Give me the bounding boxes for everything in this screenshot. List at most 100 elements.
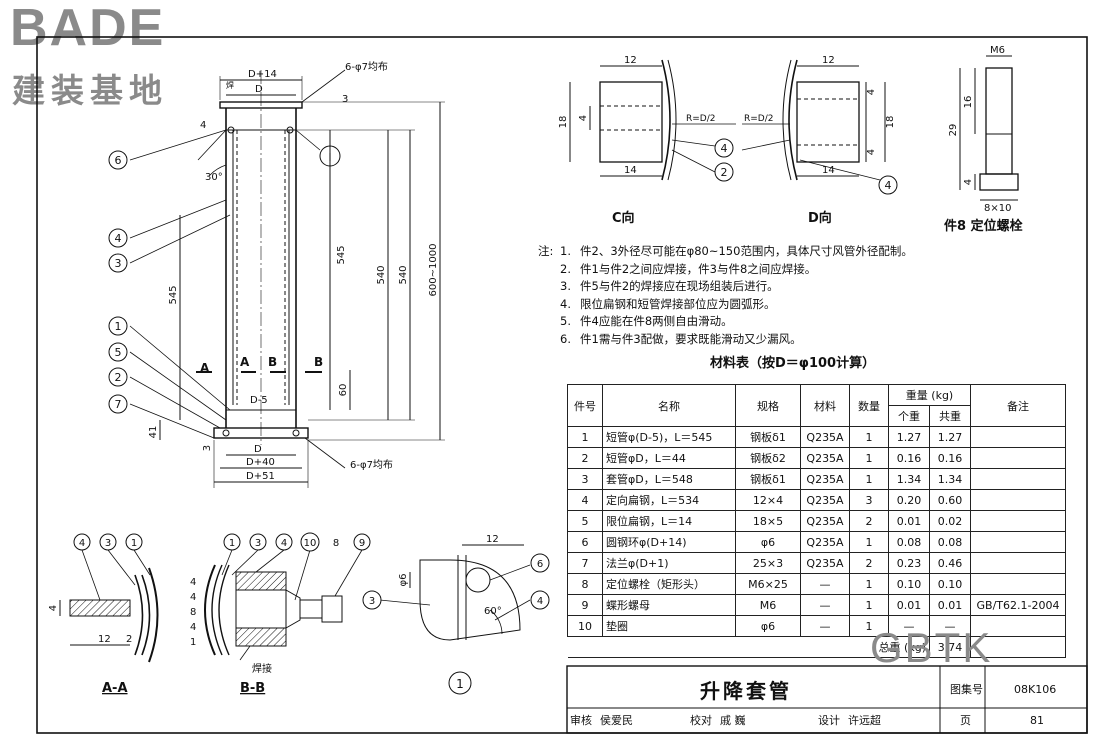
cell-name: 短管φ(D-5)，L＝545	[602, 426, 736, 448]
bb-weld: 焊接	[252, 662, 272, 675]
cell-qty: 1	[849, 468, 889, 490]
cell-name: 垫圈	[602, 615, 736, 637]
cell-no: 7	[567, 552, 603, 574]
aa-callout-1: 1	[131, 538, 137, 549]
cell-no: 3	[567, 468, 603, 490]
bolt-bl	[222, 429, 230, 437]
callout-3-label: 3	[115, 257, 122, 270]
section-a-left: A	[200, 361, 210, 375]
note-4: 4.限位扁钢和短管焊接部位应为圆弧形。	[560, 296, 776, 311]
cell-total: 0.10	[929, 573, 971, 595]
d1-d12: 12	[486, 534, 499, 545]
cell-mat: Q235A	[800, 510, 850, 532]
cell-no: 5	[567, 510, 603, 532]
th-unit: 个重	[888, 405, 930, 427]
bb-d4b: 4	[190, 592, 196, 603]
notes-block: 注:1.件2、3外径尽可能在φ80~150范围内，具体尺寸风管外径配制。 2.件…	[538, 243, 913, 348]
tb-review-label: 审核	[570, 713, 592, 727]
th-qty: 数量	[849, 384, 889, 427]
cell-spec: 钢板δ2	[735, 447, 801, 469]
dim-d-minus5-text: D-5	[250, 395, 268, 406]
bb-callout-3: 3	[255, 538, 261, 549]
cell-remark	[970, 447, 1066, 469]
bolt-8-view	[959, 55, 1019, 201]
bolt-br	[292, 429, 300, 437]
cell-mat: Q235A	[800, 531, 850, 553]
dim-bottom-d40-text: D+40	[246, 457, 275, 468]
dim-bottom-holes-text: 6-φ7均布	[350, 459, 393, 471]
bolt8-head: 8×10	[984, 203, 1011, 214]
aa-d4: 4	[48, 605, 59, 611]
cell-spec: 钢板δ1	[735, 426, 801, 448]
bb-callout-4: 4	[281, 538, 287, 549]
view-c-radius: R=D/2	[686, 114, 715, 124]
cell-name: 短管φD，L＝44	[602, 447, 736, 469]
cell-name: 蝶形螺母	[602, 594, 736, 616]
tb-atlas-label: 图集号	[950, 682, 983, 696]
main-elevation-view	[129, 69, 445, 488]
detail-ref-circle	[319, 145, 341, 167]
callout-5	[108, 342, 128, 362]
cell-mat: —	[800, 573, 850, 595]
cell-mat: Q235A	[800, 447, 850, 469]
cell-name: 定向扁钢，L＝534	[602, 489, 736, 511]
cell-unit: 0.10	[888, 573, 930, 595]
cell-remark: GB/T62.1-2004	[970, 594, 1066, 616]
cell-total: 0.16	[929, 447, 971, 469]
callout-4-label: 4	[115, 232, 122, 245]
dim-540-a-text: 540	[376, 265, 387, 284]
view-d-bottom: 14	[822, 165, 835, 176]
cell-name: 圆钢环φ(D+14)	[602, 531, 736, 553]
bottom-flange	[213, 427, 309, 439]
cell-mat: Q235A	[800, 468, 850, 490]
d1-callout-6: 6	[537, 559, 543, 570]
view-c-callout-4: 4	[721, 142, 728, 155]
note-6: 6.件1需与件3配做，要求既能滑动又少漏风。	[560, 331, 802, 346]
cell-remark	[970, 489, 1066, 511]
cell-spec: 12×4	[735, 489, 801, 511]
view-d-label: D向	[808, 210, 832, 226]
cell-name: 套管φD，L＝548	[602, 468, 736, 490]
callout-1	[108, 316, 128, 336]
cell-no: 1	[567, 426, 603, 448]
th-name: 名称	[602, 384, 736, 427]
tb-design-label: 设计	[818, 714, 840, 727]
cell-no: 10	[567, 615, 603, 637]
cell-remark	[970, 531, 1066, 553]
bolt8-label: 件8 定位螺栓	[944, 218, 1023, 234]
cell-unit: 1.27	[888, 426, 930, 448]
bolt8-h16: 16	[963, 96, 974, 109]
aa-d2: 2	[126, 634, 132, 645]
bb-callout-1: 1	[229, 538, 235, 549]
tb-checker: 戚 巍	[720, 714, 746, 727]
cell-mat: Q235A	[800, 552, 850, 574]
watermark: GBTK	[870, 624, 993, 671]
cell-qty: 2	[849, 510, 889, 532]
detail-ref-label: Ⅰ	[328, 151, 331, 164]
dim-top-holes-text: 6-φ7均布	[345, 61, 388, 73]
callout-6	[108, 150, 128, 170]
bolt8-h4: 4	[963, 179, 974, 185]
cell-unit: 0.01	[888, 510, 930, 532]
bb-callout-10: 10	[304, 538, 317, 549]
view-d-width: 12	[822, 55, 835, 66]
d1-callout-3: 3	[369, 596, 375, 607]
aa-callout-4: 4	[79, 538, 85, 549]
view-c-callout-2: 2	[721, 166, 728, 179]
note-5: 5.件4应能在件8两侧自由滑动。	[560, 314, 733, 328]
dim-bottom-d51-text: D+51	[246, 471, 275, 482]
cell-qty: 3	[849, 489, 889, 511]
callout-2	[108, 367, 128, 387]
tb-atlas-no: 08K106	[1014, 683, 1056, 696]
bolt8-h29: 29	[948, 124, 959, 137]
cell-unit: 0.01	[888, 594, 930, 616]
cell-unit: 0.08	[888, 531, 930, 553]
